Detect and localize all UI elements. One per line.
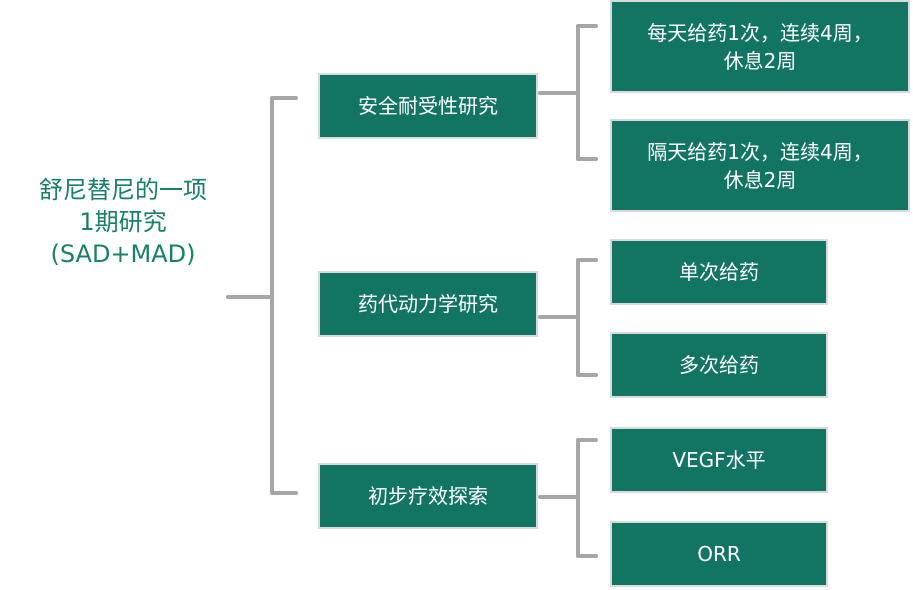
- leaf-single-dose: 单次给药: [610, 239, 828, 305]
- leaf-line: VEGF水平: [672, 448, 766, 472]
- branch-pharmacokinetics: 药代动力学研究: [318, 271, 538, 337]
- leaf-line: 休息2周: [723, 167, 797, 192]
- branch-1-bracket: [576, 24, 598, 161]
- branch-safety-tolerance: 安全耐受性研究: [318, 73, 538, 139]
- leaf-alternate-day-dosing: 隔天给药1次，连续4周， 休息2周: [610, 119, 910, 212]
- root-line-1: 舒尼替尼的一项: [39, 176, 207, 204]
- root-line-3: (SAD+MAD): [50, 240, 196, 268]
- root-bracket: [270, 96, 298, 495]
- branch-3-bracket: [576, 438, 598, 558]
- root-node: 舒尼替尼的一项 1期研究 (SAD+MAD): [0, 174, 246, 270]
- leaf-orr: ORR: [610, 521, 828, 587]
- branch-label: 初步疗效探索: [368, 484, 488, 508]
- leaf-vegf-level: VEGF水平: [610, 427, 828, 493]
- branch-2-bracket: [576, 258, 598, 377]
- leaf-line: 隔天给药1次，连续4周，: [647, 139, 873, 164]
- leaf-daily-dosing: 每天给药1次，连续4周， 休息2周: [610, 0, 910, 93]
- leaf-line: 休息2周: [723, 48, 797, 73]
- leaf-line: 多次给药: [679, 353, 759, 377]
- leaf-line: ORR: [697, 542, 741, 566]
- leaf-line: 单次给药: [679, 260, 759, 284]
- root-line-2: 1期研究: [79, 208, 167, 236]
- leaf-line: 每天给药1次，连续4周，: [647, 20, 873, 45]
- branch-label: 药代动力学研究: [358, 292, 498, 316]
- branch-efficacy-exploration: 初步疗效探索: [318, 463, 538, 529]
- leaf-multiple-dose: 多次给药: [610, 332, 828, 398]
- branch-label: 安全耐受性研究: [358, 94, 498, 118]
